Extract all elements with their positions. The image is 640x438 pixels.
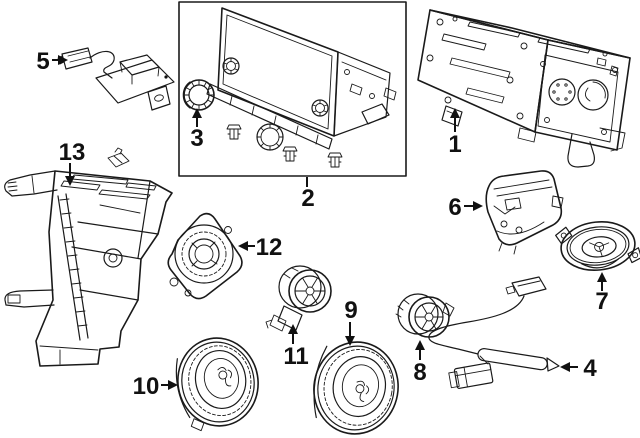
part-11-tweeter-with-bracket[interactable] [265,265,332,332]
callout-4-number[interactable]: 4 [583,355,597,382]
callout-13[interactable]: 13 [59,139,86,186]
part-6-control-module[interactable] [485,170,564,255]
arrowhead-down [65,176,75,186]
part-1-mounting-foot [441,105,463,127]
callout-9-number[interactable]: 9 [344,297,357,324]
part-12-speaker-with-bracket[interactable] [167,212,243,300]
part-2-spare-knob [256,123,284,151]
callout-12-number[interactable]: 12 [256,234,283,261]
callout-2[interactable]: 2 [301,177,315,212]
callout-9[interactable]: 9 [344,297,358,346]
callout-10[interactable]: 10 [133,373,178,400]
part-9-terminal-detail [355,380,370,403]
part-2-face-knob-lower [311,99,329,117]
part-8-tweeter[interactable] [395,293,455,338]
part-3-knob[interactable] [182,79,215,111]
part-5-bracket-plate [95,59,175,104]
arrowhead-left [238,241,248,251]
callout-1[interactable]: 1 [448,108,462,158]
arrowhead-right [168,380,178,390]
part-7-center-speaker[interactable] [555,218,640,274]
part-10-round-speaker[interactable] [170,332,265,434]
part-13-center-console-bracket[interactable] [4,147,173,367]
part-2-clip [226,124,242,140]
callout-8[interactable]: 8 [413,340,427,386]
callout-6[interactable]: 6 [448,194,483,221]
part-2-clip [327,152,343,168]
arrowhead-up [597,272,607,282]
callout-3-number[interactable]: 3 [190,125,203,152]
part-5-connector [61,47,93,70]
part-4-antenna-cable[interactable] [428,276,560,390]
callout-7-number[interactable]: 7 [595,288,608,315]
part-2-face-knob-upper [222,57,240,75]
callout-6-number[interactable]: 6 [448,194,461,221]
arrowhead-up [450,108,460,118]
arrowhead-up [415,340,425,350]
arrowhead-left [560,362,570,372]
callout-3[interactable]: 3 [190,108,204,152]
part-1-radio-chassis[interactable] [417,9,631,168]
callout-12[interactable]: 12 [238,234,282,261]
part-5-antenna-amplifier[interactable] [57,47,175,111]
arrowhead-right [58,55,68,65]
callout-11[interactable]: 11 [283,324,309,370]
part-2-display-unit-assembly[interactable] [178,1,407,177]
callout-13-number[interactable]: 13 [59,139,86,166]
arrowhead-right [473,201,483,211]
callout-11-number[interactable]: 11 [283,343,308,370]
arrowhead-up [288,324,298,334]
part-4-upper-connector [511,276,547,297]
callout-7[interactable]: 7 [595,272,609,315]
part-9-oval-speaker[interactable] [307,335,406,438]
callout-8-number[interactable]: 8 [413,359,426,386]
part-10-terminal-detail [217,367,233,387]
part-5-wire [89,50,115,79]
part-13-top-clip [107,147,130,168]
callout-5-number[interactable]: 5 [36,48,49,75]
part-4-lower-connector [448,362,494,389]
callout-10-number[interactable]: 10 [133,373,160,400]
callout-4[interactable]: 4 [560,355,597,382]
part-2-frame-box [178,1,407,177]
callout-5[interactable]: 5 [36,48,68,75]
part-2-clip [282,146,298,162]
callout-2-number[interactable]: 2 [301,185,314,212]
arrowhead-up [192,108,202,118]
callout-1-number[interactable]: 1 [448,131,461,158]
arrowhead-down [345,336,355,346]
